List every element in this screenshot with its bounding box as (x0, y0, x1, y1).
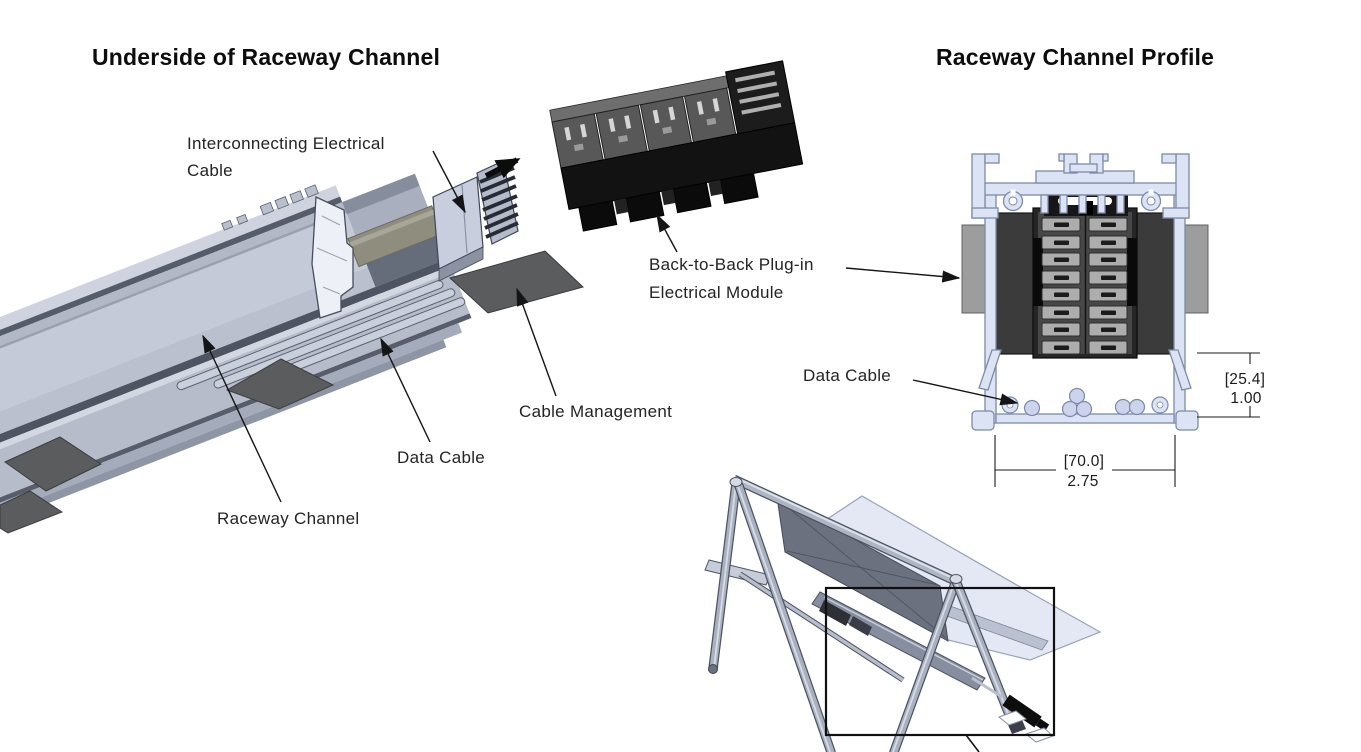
label-data-cable-right: Data Cable (803, 366, 892, 385)
dim-height-mm: [25.4] (1225, 371, 1266, 388)
label-back-to-back-line2: Electrical Module (649, 283, 784, 302)
desk-assembly-3d (704, 474, 1102, 752)
detail-box (824, 586, 1056, 737)
interconnecting-cable-3d (432, 160, 519, 282)
detail-box-leader (965, 734, 980, 752)
label-interconnecting-line1: Interconnecting Electrical (187, 134, 385, 153)
label-interconnecting-cable: Interconnecting Electrical Cable (187, 130, 385, 184)
electrical-module-3d (549, 60, 804, 232)
label-cable-management: Cable Management (519, 402, 673, 421)
leader-raceway-channel (202, 334, 282, 503)
cable-plate-installed-2 (4, 436, 103, 492)
profile-data-cables (1023, 387, 1146, 418)
leader-data-cable-right (912, 379, 1019, 406)
leader-interconnecting-cable (432, 150, 466, 214)
profile-view-title: Raceway Channel Profile (936, 44, 1215, 70)
leader-back-to-back-module (656, 213, 678, 253)
underside-view-title: Underside of Raceway Channel (92, 44, 441, 70)
profile-dimensions: [25.4] 1.00 [70.0] 2.75 (994, 352, 1266, 490)
cable-management-plate-3d (449, 250, 584, 314)
cable-plate-installed-1 (225, 358, 335, 410)
label-interconnecting-line2: Cable (187, 161, 233, 180)
desk-power-plug (1002, 694, 1042, 728)
label-back-to-back-line1: Back-to-Back Plug-in (649, 255, 814, 274)
label-data-cable-left: Data Cable (397, 448, 486, 467)
channel-end-cap (311, 196, 354, 319)
dim-height-in: 1.00 (1230, 390, 1261, 407)
leader-back-to-back-profile (845, 267, 961, 283)
profile-drawing (961, 153, 1209, 431)
dim-width-mm: [70.0] (1064, 453, 1105, 470)
leader-data-cable-left (380, 337, 431, 443)
cable-plate-installed-3 (0, 490, 64, 534)
leader-lines (202, 150, 1019, 503)
leader-cable-management (516, 287, 557, 397)
label-back-to-back-module: Back-to-Back Plug-in Electrical Module (649, 251, 814, 307)
raceway-channel-3d (0, 160, 519, 537)
dim-width-in: 2.75 (1067, 473, 1098, 490)
direction-arrow-icon (484, 157, 521, 179)
label-raceway-channel: Raceway Channel (217, 509, 360, 528)
